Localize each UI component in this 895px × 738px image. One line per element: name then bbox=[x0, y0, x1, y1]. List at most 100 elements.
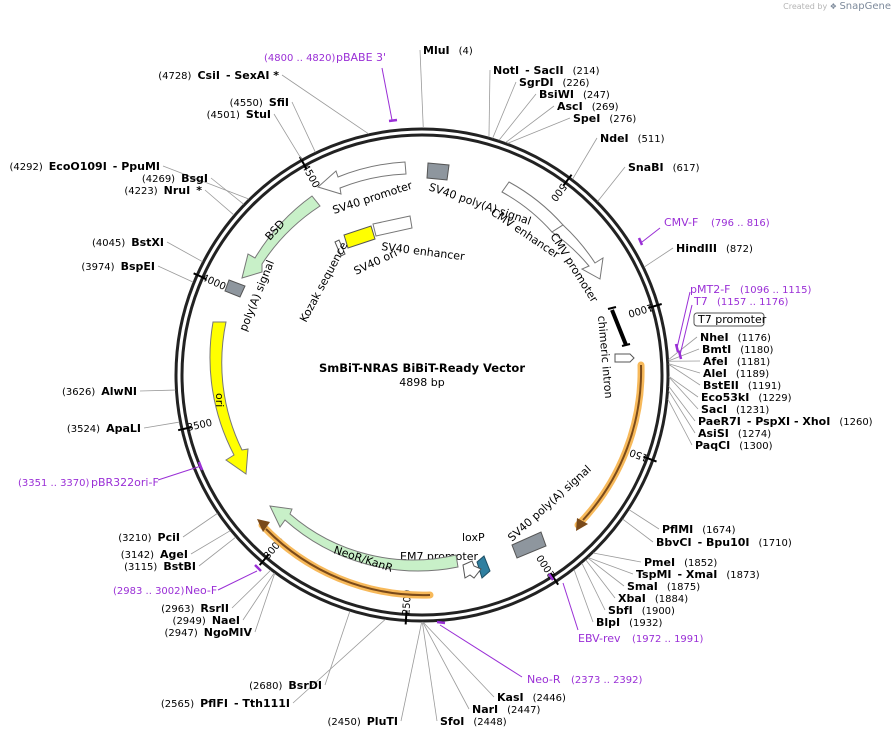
restriction-site-rsrii[interactable]: (2963)RsrII bbox=[161, 602, 229, 615]
restriction-site-saci[interactable]: SacI(1231) bbox=[701, 403, 769, 416]
restriction-site-asisi[interactable]: AsiSI(1274) bbox=[698, 427, 771, 440]
restriction-site-bstbi[interactable]: (3115)BstBI bbox=[124, 560, 196, 573]
restriction-site-nari[interactable]: NarI(2447) bbox=[472, 703, 541, 716]
site-label: AleI(1189) bbox=[703, 367, 769, 380]
restriction-site-nrui[interactable]: (4223)NruI* bbox=[124, 184, 202, 197]
restriction-site-bsrdi[interactable]: (2680)BsrDI bbox=[249, 679, 322, 692]
restriction-site-naei[interactable]: (2949)NaeI bbox=[173, 614, 240, 627]
restriction-site-sgrdi[interactable]: SgrDI(226) bbox=[519, 76, 589, 89]
restriction-site-pcii[interactable]: (3210)PciI bbox=[118, 531, 180, 544]
primer-neo-f[interactable]: (2983 .. 3002) Neo-F bbox=[113, 564, 262, 597]
restriction-site-bsiwi[interactable]: BsiWI(247) bbox=[539, 88, 610, 101]
site-name: NaeI bbox=[212, 614, 240, 627]
feature-t7-promoter[interactable]: T7 promoter bbox=[693, 312, 767, 327]
primer-range: (1157 .. 1176) bbox=[717, 297, 789, 308]
feature-loxp[interactable]: loxP bbox=[462, 531, 491, 579]
restriction-site-snabi[interactable]: SnaBI(617) bbox=[628, 161, 700, 174]
site-position: (1176) bbox=[738, 333, 771, 344]
site-label: NotI- SacII(214) bbox=[493, 64, 600, 77]
site-leader-line bbox=[507, 117, 571, 144]
tick-mark bbox=[549, 572, 560, 586]
restriction-site-sfoi[interactable]: SfoI(2448) bbox=[440, 715, 507, 728]
restriction-site-kasi[interactable]: KasI(2446) bbox=[497, 691, 566, 704]
feature-bsd[interactable]: BSD bbox=[241, 195, 321, 279]
orange-arrowhead-right bbox=[576, 518, 588, 531]
site-label: (4292)EcoO109I- PpuMI bbox=[10, 160, 160, 173]
restriction-site-csii[interactable]: (4728)CsiI- SexAI * bbox=[158, 69, 279, 82]
feature-sv40-promoter[interactable]: SV40 promoter bbox=[317, 161, 414, 217]
site-label: (3524)ApaLI bbox=[67, 422, 141, 435]
site-position: (3626) bbox=[62, 387, 95, 398]
orange-arc-bottom bbox=[265, 528, 431, 597]
primer-t7[interactable]: T7 (1157 .. 1176) bbox=[677, 295, 789, 360]
site-leader-line bbox=[139, 389, 176, 392]
site-label: (2565)PflFI- Tth111I bbox=[161, 697, 290, 710]
site-leader-line bbox=[157, 265, 194, 283]
site-label: TspMI- XmaI(1873) bbox=[636, 568, 760, 581]
site-label: SpeI(276) bbox=[573, 112, 636, 125]
restriction-site-alei[interactable]: AleI(1189) bbox=[703, 367, 769, 380]
site-name: BstBI bbox=[163, 560, 196, 573]
site-extra: - SacII bbox=[525, 64, 563, 77]
feature-ori[interactable]: ori bbox=[209, 321, 249, 475]
site-leader-line bbox=[231, 569, 271, 609]
restriction-site-agei[interactable]: (3142)AgeI bbox=[121, 548, 188, 561]
restriction-site-bstxi[interactable]: (4045)BstXI bbox=[92, 236, 164, 249]
site-leader-line bbox=[422, 621, 470, 710]
restriction-site-hindiii[interactable]: HindIII(872) bbox=[676, 242, 753, 255]
restriction-site-ngomiv[interactable]: (2947)NgoMIV bbox=[165, 626, 253, 639]
restriction-site-sbfi[interactable]: SbfI(1900) bbox=[608, 604, 675, 617]
tick-label: 4500 bbox=[299, 163, 321, 191]
restriction-site-asci[interactable]: AscI(269) bbox=[557, 100, 619, 113]
site-leader-line bbox=[166, 241, 203, 263]
site-leader-line bbox=[498, 93, 537, 141]
restriction-site-stui[interactable]: (4501)StuI bbox=[207, 108, 271, 121]
restriction-site-spei[interactable]: SpeI(276) bbox=[573, 112, 636, 125]
primer-neo-r[interactable]: Neo-R (2373 .. 2392) bbox=[436, 620, 643, 686]
site-name: BsiWI bbox=[539, 88, 574, 101]
restriction-site-bmti[interactable]: BmtI(1180) bbox=[702, 343, 774, 356]
feature-label: T7 promoter bbox=[697, 313, 767, 326]
restriction-site-paqci[interactable]: PaqCI(1300) bbox=[695, 439, 773, 452]
restriction-site-ecoo109i[interactable]: (4292)EcoO109I- PpuMI bbox=[10, 160, 160, 173]
restriction-site-alwni[interactable]: (3626)AlwNI bbox=[62, 385, 137, 398]
restriction-site-sfii[interactable]: (4550)SfiI bbox=[230, 96, 289, 109]
restriction-site-mlui[interactable]: MluI(4) bbox=[423, 44, 473, 57]
restriction-site-afei[interactable]: AfeI(1181) bbox=[703, 355, 770, 368]
restriction-site-pflfi[interactable]: (2565)PflFI- Tth111I bbox=[161, 697, 290, 710]
restriction-site-paer7i[interactable]: PaeR7I- PspXI - XhoI(1260) bbox=[698, 415, 873, 428]
primer-pmt2-f[interactable]: pMT2-F (1096 .. 1115) bbox=[674, 283, 812, 353]
feature-cmv-promoter[interactable]: CMV promoter bbox=[547, 224, 604, 305]
site-name: BsrDI bbox=[288, 679, 322, 692]
site-label: (3626)AlwNI bbox=[62, 385, 137, 398]
restriction-site-xbai[interactable]: XbaI(1884) bbox=[618, 592, 688, 605]
restriction-site-tspmi[interactable]: TspMI- XmaI(1873) bbox=[636, 568, 760, 581]
feature-sv40-ori[interactable]: SV40 ori bbox=[343, 225, 399, 278]
feature-kozak-sequence[interactable]: Kozak sequence bbox=[297, 239, 350, 325]
restriction-site-smai[interactable]: SmaI(1875) bbox=[627, 580, 700, 593]
feature-sv40-polya-bottom[interactable]: SV40 poly(A) signal bbox=[505, 463, 594, 559]
restriction-site-pflmi[interactable]: PflMI(1674) bbox=[662, 523, 736, 536]
restriction-site-apali[interactable]: (3524)ApaLI bbox=[67, 422, 141, 435]
feature-neor-kanr[interactable]: NeoR/KanR bbox=[269, 505, 459, 575]
restriction-site-bspei[interactable]: (3974)BspEI bbox=[81, 260, 155, 273]
restriction-site-blpi[interactable]: BlpI(1932) bbox=[596, 616, 662, 629]
site-leader-line bbox=[588, 557, 634, 575]
restriction-site-pluti[interactable]: (2450)PluTI bbox=[327, 715, 398, 728]
restriction-site-bbvci[interactable]: BbvCI- Bpu10I(1710) bbox=[656, 536, 792, 549]
restriction-site-noti[interactable]: NotI- SacII(214) bbox=[493, 64, 600, 77]
feature-chimeric-intron[interactable]: chimeric intron bbox=[595, 306, 635, 399]
restriction-site-pmei[interactable]: PmeI(1852) bbox=[644, 556, 717, 569]
restriction-site-ndei[interactable]: NdeI(511) bbox=[600, 132, 665, 145]
primer-cmv-f[interactable]: CMV-F (796 .. 816) bbox=[637, 216, 770, 246]
site-label: NarI(2447) bbox=[472, 703, 541, 716]
restriction-site-eco53ki[interactable]: Eco53kI(1229) bbox=[701, 391, 792, 404]
primer-ebv-rev[interactable]: EBV-rev (1972 .. 1991) bbox=[547, 573, 704, 645]
primer-name: Neo-R bbox=[527, 673, 561, 686]
restriction-site-bsgi[interactable]: (4269)BsgI bbox=[142, 172, 208, 185]
site-leader-line bbox=[668, 390, 696, 434]
primer-pbabe3[interactable]: (4800 .. 4820) pBABE 3' bbox=[264, 51, 398, 123]
restriction-site-bsteii[interactable]: BstEII(1191) bbox=[703, 379, 781, 392]
primer-pbr322ori-f[interactable]: (3351 .. 3370) pBR322ori-F bbox=[18, 461, 204, 489]
restriction-site-nhei[interactable]: NheI(1176) bbox=[700, 331, 771, 344]
